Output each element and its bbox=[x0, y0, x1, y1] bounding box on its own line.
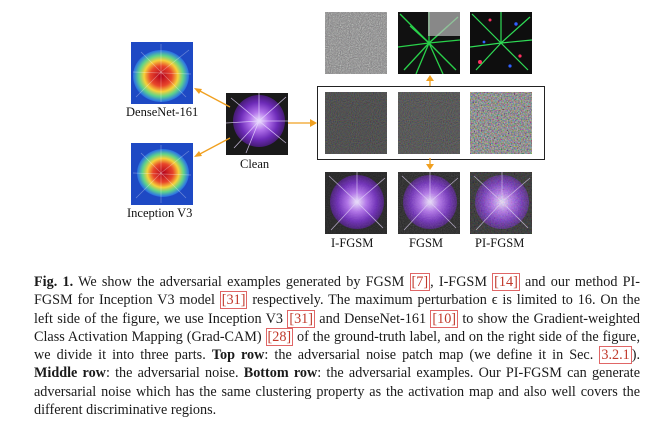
caption-text: , I-FGSM bbox=[430, 274, 493, 290]
caption-bold-bottom-row: Bottom row bbox=[243, 365, 318, 382]
middle-noise-fgsm bbox=[398, 92, 460, 154]
adv-example-pifgsm bbox=[470, 172, 532, 234]
top-noise-patch-ifgsm bbox=[325, 12, 387, 74]
caption-text: respectively. The maximum perturbation ϵ… bbox=[34, 292, 640, 327]
caption-fig-number: Fig. 1. bbox=[34, 274, 74, 290]
arrow-to-inception bbox=[194, 137, 231, 157]
caption-text: of the ground-truth label, and on the ri… bbox=[34, 328, 641, 364]
caption-text: to show the Gradient-weighted Class Acti… bbox=[34, 310, 641, 345]
arrow-to-bottom-row bbox=[426, 158, 434, 170]
adv-example-fgsm bbox=[398, 172, 460, 234]
caption-text: We show the adversarial examples generat… bbox=[73, 274, 410, 290]
clean-image bbox=[226, 93, 288, 155]
citation-link[interactable]: [14] bbox=[492, 273, 520, 291]
arrow-to-top-row bbox=[426, 75, 434, 87]
caption-text: ). bbox=[631, 347, 640, 364]
densenet-heatmap-image bbox=[131, 42, 193, 104]
middle-noise-ifgsm bbox=[325, 92, 387, 154]
caption-text: : the adversarial noise patch map (we de… bbox=[264, 347, 600, 364]
inception-heatmap-image bbox=[131, 143, 193, 205]
clean-label: Clean bbox=[240, 157, 270, 171]
middle-noise-pifgsm bbox=[470, 92, 532, 154]
densenet-label: DenseNet-161 bbox=[126, 105, 199, 119]
figure-caption: Fig. 1. We show the adversarial examples… bbox=[34, 273, 640, 419]
middle-row-frame bbox=[317, 86, 545, 160]
citation-link[interactable]: [10] bbox=[430, 309, 459, 328]
caption-text: : the adversarial examples. Our PI-FGSM … bbox=[34, 365, 641, 419]
pifgsm-label: PI-FGSM bbox=[475, 236, 525, 250]
fgsm-label: FGSM bbox=[409, 236, 444, 250]
caption-text: and DenseNet-161 bbox=[314, 310, 431, 327]
adv-example-ifgsm bbox=[325, 172, 387, 234]
top-noise-patch-pifgsm bbox=[470, 12, 532, 74]
caption-text: : the adversarial noise. bbox=[105, 365, 244, 382]
citation-link[interactable]: [31] bbox=[287, 309, 315, 328]
citation-link[interactable]: [31] bbox=[219, 291, 248, 310]
top-noise-patch-fgsm bbox=[398, 12, 460, 74]
arrow-to-densenet bbox=[194, 88, 231, 108]
caption-bold-top-row: Top row bbox=[211, 347, 265, 364]
ifgsm-label: I-FGSM bbox=[331, 236, 374, 250]
citation-link[interactable]: [28] bbox=[265, 327, 294, 346]
section-link[interactable]: 3.2.1 bbox=[599, 346, 632, 365]
caption-bold-middle-row: Middle row bbox=[34, 365, 106, 382]
citation-link[interactable]: [7] bbox=[409, 273, 431, 291]
arrow-to-frame bbox=[288, 119, 317, 127]
caption-text: and our method PI-FGSM for Inception V3 … bbox=[34, 274, 641, 309]
inception-label: Inception V3 bbox=[127, 206, 193, 220]
